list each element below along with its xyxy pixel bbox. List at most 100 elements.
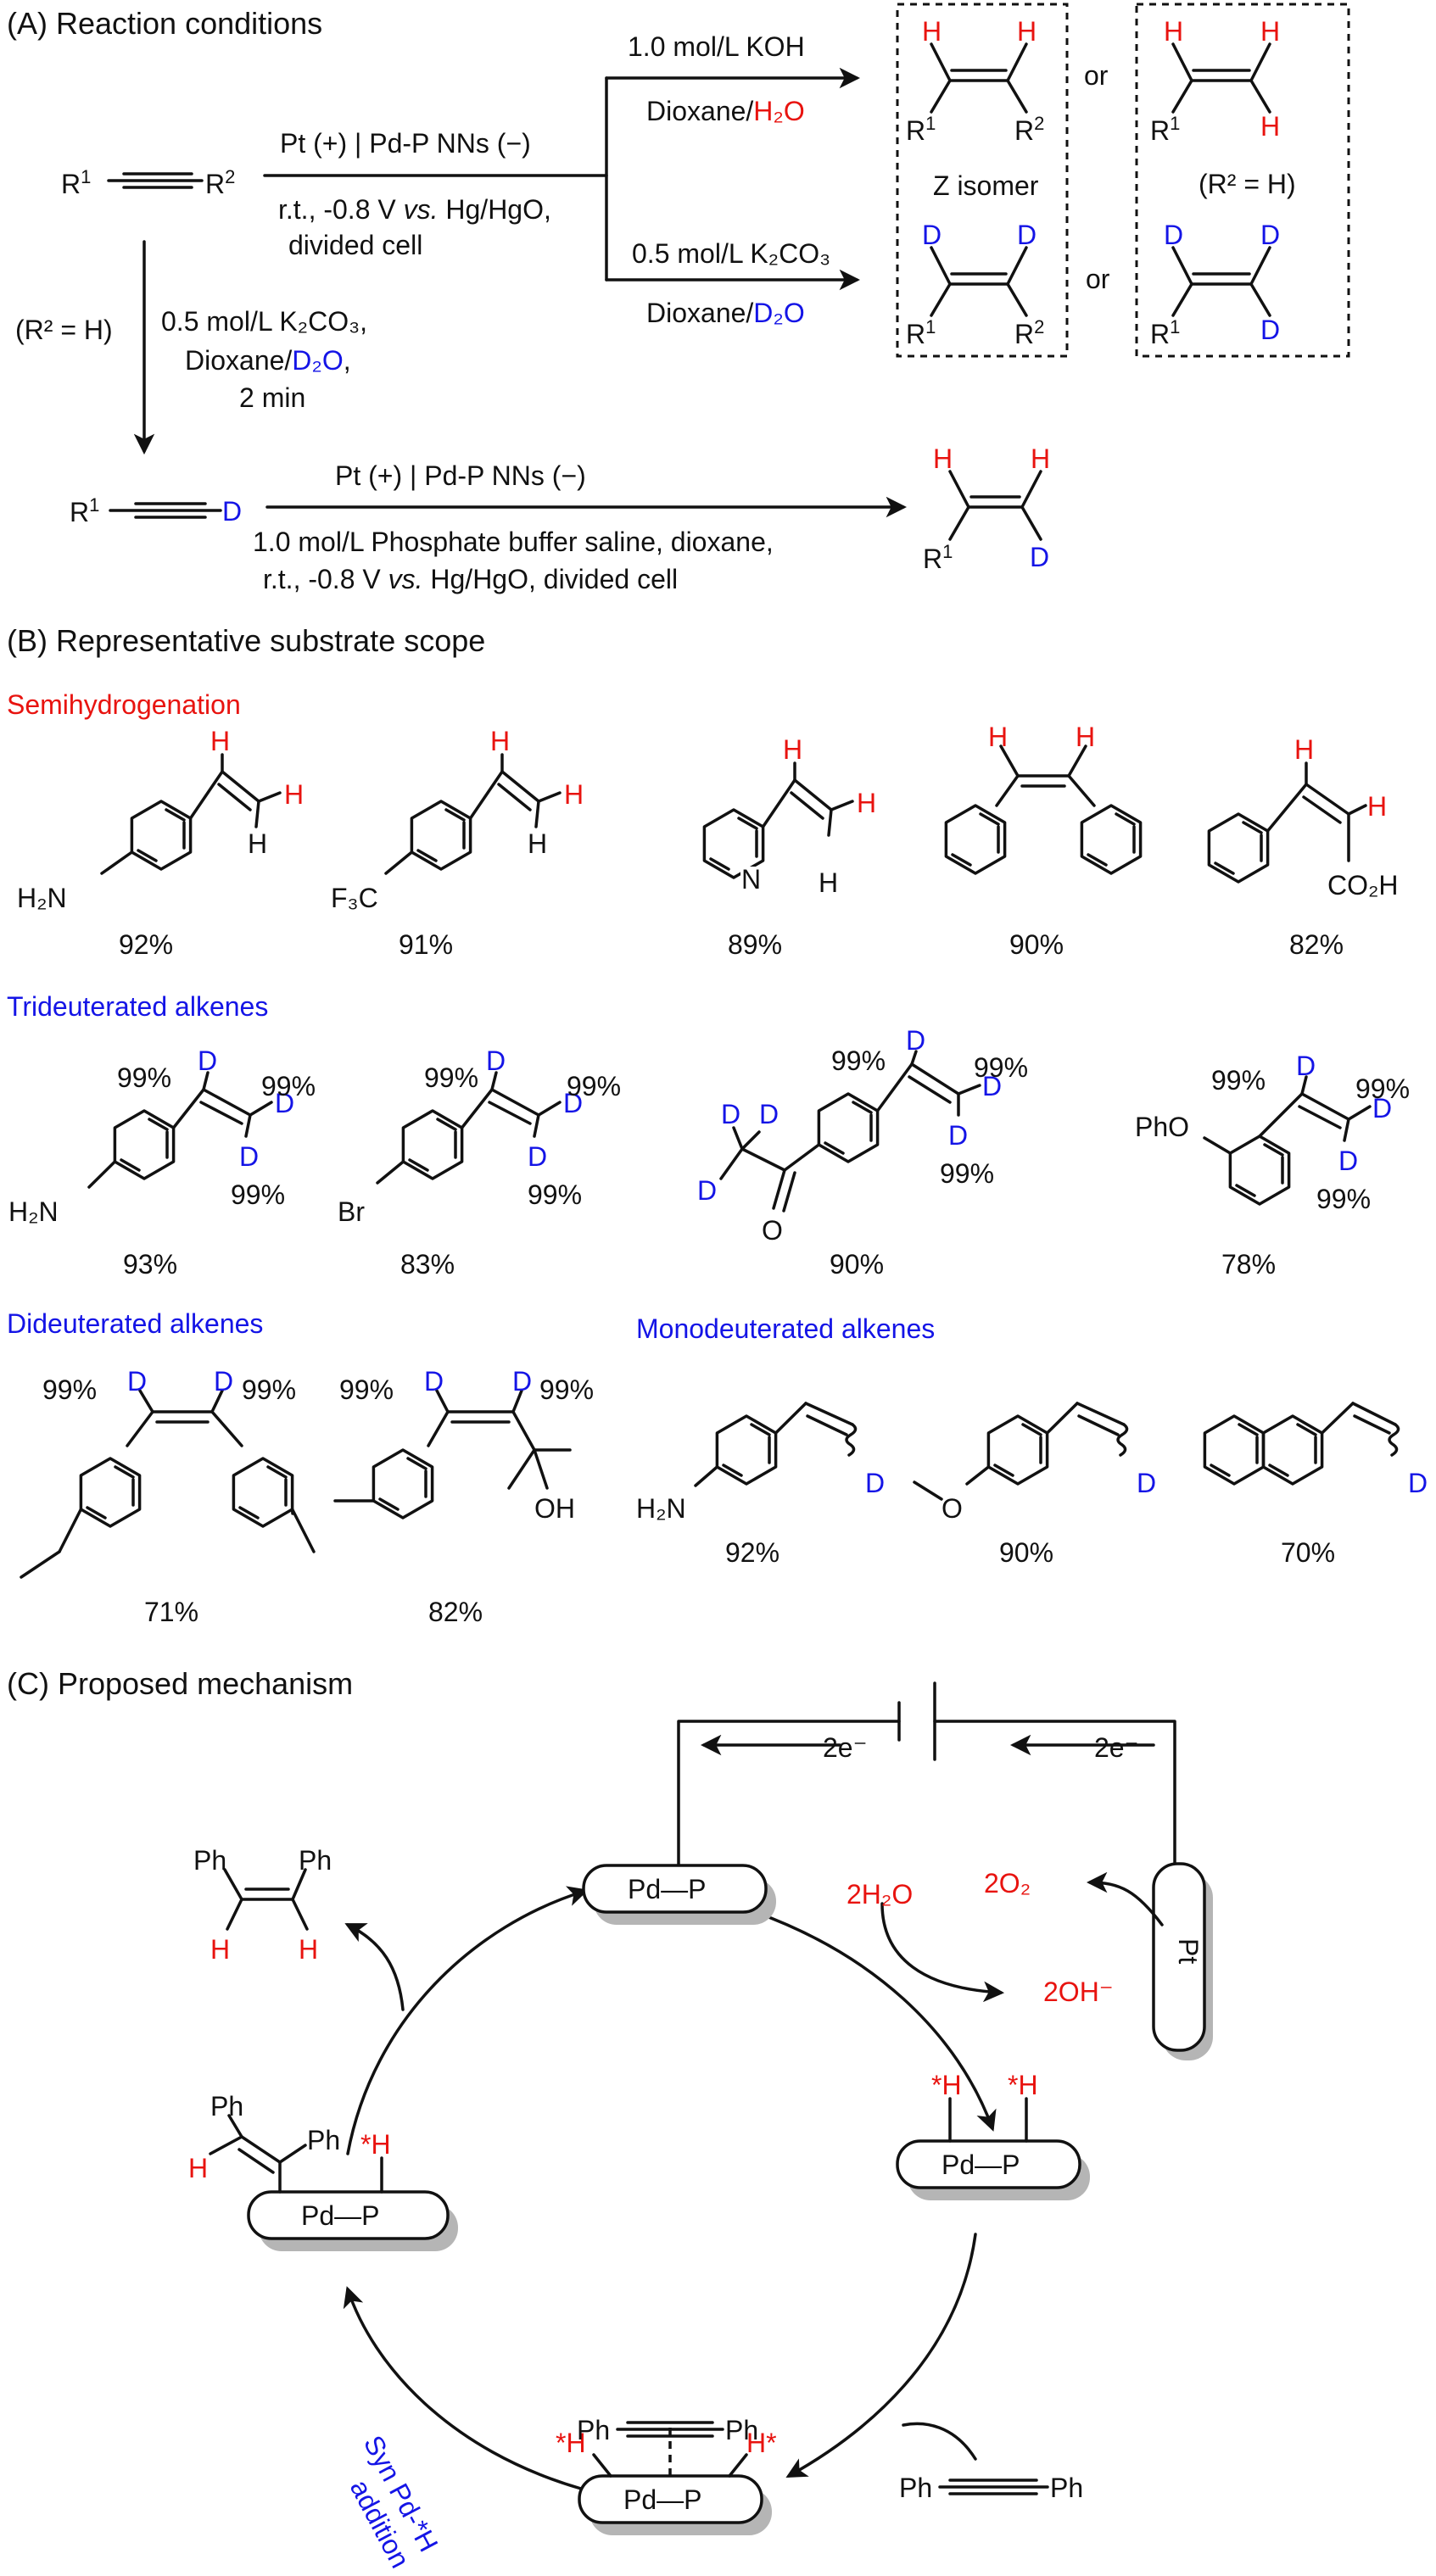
tri-aniline: D D D 99% 99% 99% H₂N — [8, 1045, 316, 1227]
semi-title: Semihydrogenation — [7, 689, 241, 720]
svg-text:D: D — [948, 1120, 968, 1151]
pdp-vinyl — [247, 2190, 450, 2240]
svg-text:Ph: Ph — [899, 2473, 932, 2503]
svg-text:*H: *H — [556, 2428, 586, 2458]
di-alcohol: D D 99% 99% OH — [333, 1366, 594, 1524]
svg-text:D: D — [198, 1045, 217, 1076]
svg-text:Ph: Ph — [307, 2125, 340, 2155]
svg-text:N: N — [741, 864, 761, 895]
svg-text:99%: 99% — [231, 1179, 285, 1210]
svg-text:H: H — [857, 788, 876, 818]
svg-text:99%: 99% — [528, 1179, 582, 1210]
mono-naphthalene: D — [1203, 1402, 1428, 1498]
condition-electrode: Pt (+) | Pd-P NNs (−) — [280, 128, 531, 159]
svg-text:Ph: Ph — [1050, 2473, 1083, 2503]
section-a-title: (A) Reaction conditions — [7, 6, 322, 41]
svg-text:D: D — [982, 1071, 1002, 1101]
svg-text:H₂N: H₂N — [17, 883, 67, 913]
svg-text:H: H — [922, 16, 942, 47]
svg-text:CO₂H: CO₂H — [1327, 870, 1399, 900]
semi-cf3: H H H F₃C — [331, 726, 584, 913]
svg-text:Pd—P: Pd—P — [628, 1874, 706, 1904]
svg-text:99%: 99% — [831, 1045, 886, 1076]
left-time: 2 min — [239, 382, 305, 413]
mono-anisole: D O — [913, 1402, 1156, 1524]
z-isomer-label: Z isomer — [933, 170, 1039, 201]
svg-text:R1: R1 — [906, 316, 936, 349]
svg-text:*H: *H — [931, 2070, 962, 2100]
semi-aniline: H H H H₂N — [17, 726, 304, 913]
svg-text:H: H — [528, 828, 547, 859]
svg-text:99%: 99% — [42, 1374, 97, 1405]
svg-text:99%: 99% — [424, 1062, 478, 1093]
svg-text:D: D — [528, 1141, 547, 1172]
svg-text:O: O — [762, 1215, 783, 1246]
svg-text:99%: 99% — [1211, 1065, 1266, 1096]
semi-cinnamic: H H CO₂H — [1207, 734, 1399, 900]
left-dioxane-d2o: Dioxane/D₂O, — [185, 345, 351, 376]
svg-text:D: D — [697, 1175, 717, 1206]
tri-yield-1: 93% — [123, 1249, 177, 1280]
svg-text:H: H — [210, 1934, 230, 1965]
released-stilbene: Ph Ph H H — [193, 1845, 332, 1965]
svg-text:F₃C: F₃C — [331, 883, 378, 913]
vinyl-ligand: Ph Ph H — [188, 2091, 340, 2194]
water-label: 2H₂O — [847, 1879, 913, 1910]
svg-text:D: D — [922, 220, 942, 250]
svg-text:R1: R1 — [61, 166, 91, 199]
mono-yield-3: 70% — [1281, 1537, 1335, 1568]
svg-text:D: D — [1260, 220, 1280, 250]
terminal-alkene-box — [1135, 3, 1350, 358]
svg-text:*H: *H — [1008, 2070, 1038, 2100]
electron-right: 2e⁻ — [1094, 1732, 1138, 1763]
svg-text:99%: 99% — [261, 1071, 316, 1101]
svg-text:Ph: Ph — [577, 2415, 610, 2445]
svg-text:Ph: Ph — [193, 1845, 226, 1876]
svg-text:H: H — [1260, 111, 1280, 142]
svg-text:99%: 99% — [940, 1158, 994, 1189]
svg-text:D: D — [1030, 542, 1049, 572]
svg-text:D: D — [512, 1366, 532, 1397]
tri-ketone: D D D 99% 99% 99% O D D D — [697, 1025, 1028, 1246]
pdp-hydride — [896, 2139, 1081, 2189]
svg-text:D: D — [1372, 1093, 1392, 1124]
svg-text:D: D — [424, 1366, 444, 1397]
svg-text:OH: OH — [534, 1493, 575, 1524]
svg-text:Pd—P: Pd—P — [301, 2200, 379, 2231]
tri-yield-3: 90% — [830, 1249, 884, 1280]
semi-yield-1: 92% — [119, 929, 173, 960]
semi-stilbene: H H — [944, 722, 1143, 875]
svg-text:H: H — [1294, 734, 1314, 765]
mono-yield-2: 90% — [999, 1537, 1053, 1568]
h2o-solvent: Dioxane/H₂O — [646, 96, 805, 126]
svg-text:D: D — [563, 1088, 583, 1118]
svg-text:D: D — [275, 1088, 294, 1118]
condition-potential: r.t., -0.8 V vs. Hg/HgO, — [278, 194, 551, 225]
tri-bromo: D D D 99% 99% 99% Br — [338, 1045, 621, 1227]
svg-text:D: D — [1260, 315, 1280, 345]
starting-alkyne: R1 R2 — [61, 166, 235, 199]
svg-text:D: D — [239, 1141, 259, 1172]
k2co3-reagent: 0.5 mol/L K₂CO₃ — [632, 238, 830, 269]
mono-aniline: D H₂N — [636, 1402, 885, 1524]
svg-text:D: D — [759, 1099, 779, 1129]
svg-text:H: H — [564, 779, 584, 810]
svg-text:H: H — [1164, 16, 1183, 47]
electron-left: 2e⁻ — [823, 1732, 867, 1763]
svg-text:99%: 99% — [1316, 1184, 1371, 1214]
left-k2co3: 0.5 mol/L K₂CO₃, — [161, 306, 367, 337]
di-title: Dideuterated alkenes — [7, 1308, 263, 1339]
svg-text:Ph: Ph — [299, 1845, 332, 1876]
left-r2h: (R² = H) — [15, 315, 113, 345]
svg-text:D: D — [1338, 1146, 1358, 1176]
svg-text:Pd—P: Pd—P — [942, 2149, 1020, 2180]
svg-text:H: H — [933, 443, 953, 474]
o2-label: 2O₂ — [984, 1868, 1031, 1899]
svg-text:Br: Br — [338, 1196, 365, 1227]
svg-text:H: H — [188, 2153, 208, 2183]
svg-text:H: H — [248, 828, 267, 859]
svg-text:H: H — [819, 867, 838, 898]
deuterated-alkyne: R1 D — [70, 494, 242, 527]
svg-text:H*: H* — [746, 2428, 777, 2458]
svg-text:D: D — [486, 1045, 506, 1076]
